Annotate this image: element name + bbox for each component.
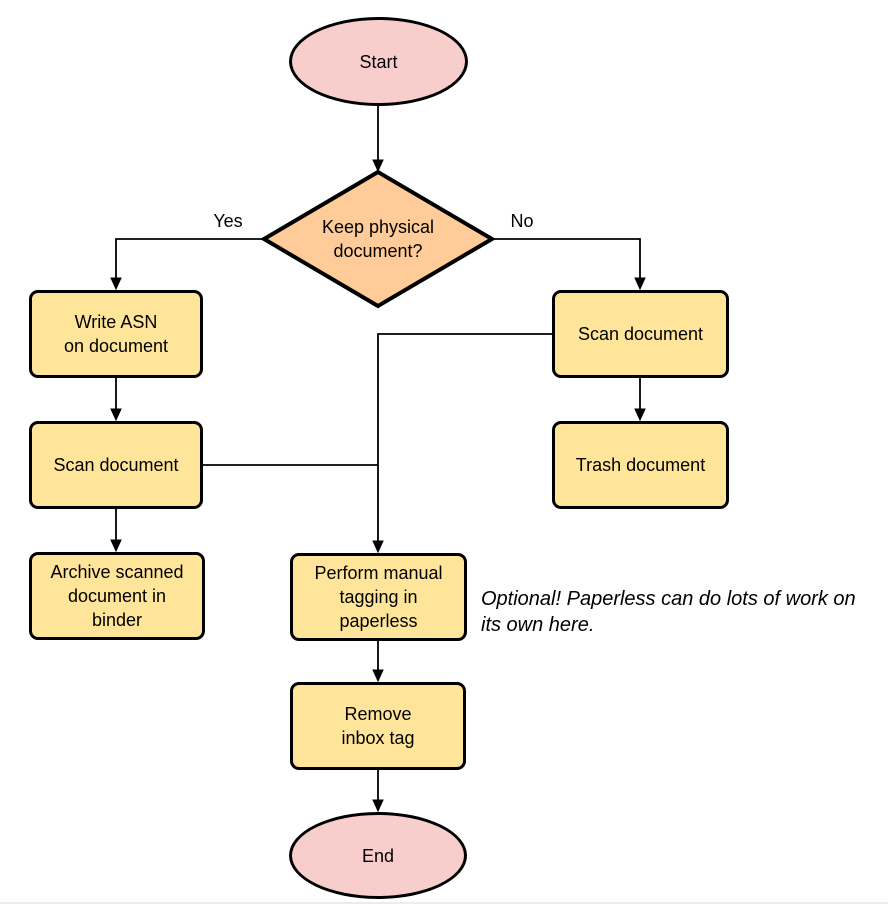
edge-scan-right-to-tagging [372,333,552,554]
node-trash-document-label: Trash document [575,455,706,475]
edge-label-no: No [510,211,534,231]
edge-decision-yes-to-write-asn [110,238,265,291]
node-start-label: Start [359,51,398,72]
node-remove-inbox-tag: Remove inbox tag [290,682,466,770]
node-manual-tagging-label: Perform manual tagging in paperless [314,563,443,631]
node-scan-document-right: Scan document [552,290,729,378]
node-write-asn-label: Write ASN on document [63,312,169,356]
edge-decision-no-to-scan-right [491,238,646,291]
node-start: Start [289,17,468,106]
node-write-asn: Write ASN on document [29,290,203,378]
edge-label-yes: Yes [213,211,243,231]
node-archive-binder: Archive scanned document in binder [29,552,205,640]
node-archive-binder-label: Archive scanned document in binder [50,562,184,630]
node-end: End [289,812,467,899]
node-end-label: End [361,845,395,866]
node-scan-document-right-label: Scan document [577,324,704,344]
node-decision: Keep physical document? [278,204,478,274]
decision-diamond-shape [260,169,496,309]
note-optional: Optional! Paperless can do lots of work … [481,588,856,636]
node-manual-tagging: Perform manual tagging in paperless [290,553,467,641]
node-scan-document-left: Scan document [29,421,203,509]
node-remove-inbox-tag-label: Remove inbox tag [341,704,415,748]
node-scan-document-left-label: Scan document [53,455,179,475]
node-trash-document: Trash document [552,421,729,509]
node-decision-label: Keep physical document? [321,217,435,261]
page-bottom-divider [0,902,888,904]
